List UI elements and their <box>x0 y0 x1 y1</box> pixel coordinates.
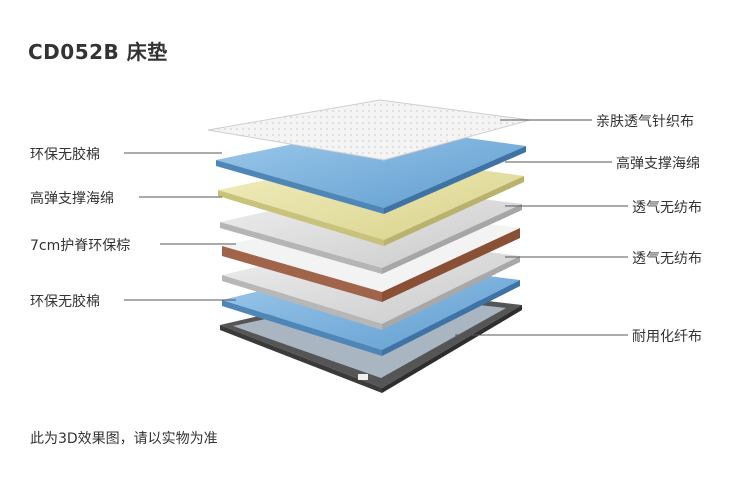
label-support-foam-left: 高弹支撑海绵 <box>30 191 114 207</box>
layer-eco-foam-upper <box>216 126 526 214</box>
right-leader-lines <box>455 119 628 336</box>
disclaimer-note: 此为3D效果图，请以实物为准 <box>30 431 218 447</box>
label-coir: 7cm护脊环保棕 <box>30 238 131 254</box>
page-title: CD052B 床垫 <box>28 40 168 64</box>
label-durable-fabric: 耐用化纤布 <box>632 329 702 345</box>
label-nonwoven-upper: 透气无纺布 <box>632 200 702 216</box>
label-support-foam-right: 高弹支撑海绵 <box>616 156 700 172</box>
label-eco-foam-lower: 环保无胶棉 <box>30 294 100 310</box>
left-leader-lines <box>124 152 236 301</box>
label-eco-foam-upper: 环保无胶棉 <box>30 147 100 163</box>
label-nonwoven-lower: 透气无纺布 <box>632 251 702 267</box>
label-knit-fabric: 亲肤透气针织布 <box>596 114 694 130</box>
